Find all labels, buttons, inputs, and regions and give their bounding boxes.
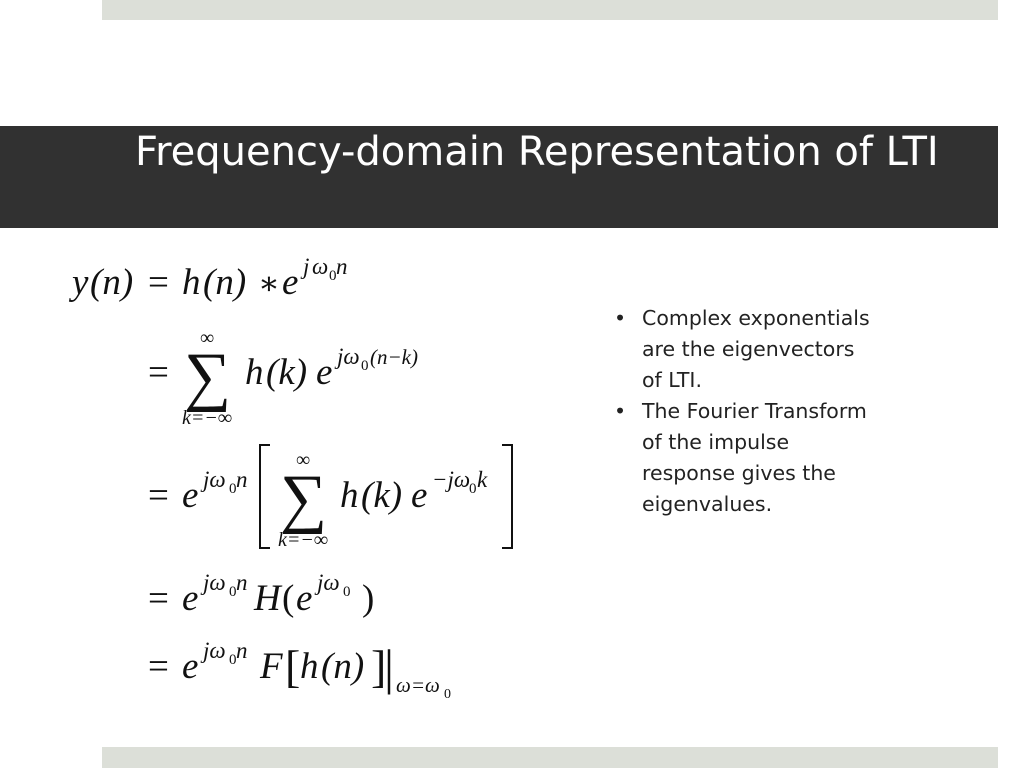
exponent-subscript: 0 xyxy=(469,481,477,497)
equation-line-3: = e jω 0 n ∞ ∑ k=−∞ h (k) e −jω 0 k xyxy=(148,444,513,551)
equals-sign: = xyxy=(148,475,169,516)
left-square-bracket: [ xyxy=(285,641,300,692)
convolution-operator: ∗ xyxy=(258,265,280,301)
h-argument: (k) xyxy=(361,475,402,516)
e-symbol: e xyxy=(316,352,332,393)
equation-line-1: y (n) = h (n) ∗ e j ω 0 n xyxy=(68,254,348,303)
inner-exponent-subscript: 0 xyxy=(343,584,351,600)
bullet-item: The Fourier Transform of the impulse res… xyxy=(612,396,872,520)
inner-exponent-j-omega: jω xyxy=(314,570,340,595)
exponent-j-omega: jω xyxy=(200,467,226,492)
close-paren: ) xyxy=(362,578,374,619)
e-symbol: e xyxy=(182,646,198,687)
sum-upper-limit: ∞ xyxy=(296,449,310,471)
equals-sign: = xyxy=(148,646,169,687)
equals-sign: = xyxy=(148,352,169,393)
exponent-subscript: 0 xyxy=(329,268,337,284)
exponent-k: k xyxy=(477,467,488,492)
bullet-list: Complex exponentials are the eigenvector… xyxy=(612,303,872,520)
equation-line-4: = e jω 0 n H ( e jω 0 ) xyxy=(148,570,374,619)
evaluation-subscript: 0 xyxy=(444,687,451,702)
exponent-n: n xyxy=(236,570,248,595)
exponent-j-omega: jω xyxy=(334,344,360,369)
h-symbol: h xyxy=(182,262,201,303)
e-symbol-inner: e xyxy=(296,578,312,619)
exponent-subscript: 0 xyxy=(229,652,237,668)
exponent-subscript: 0 xyxy=(361,358,369,374)
exponent-j: j xyxy=(300,254,309,279)
top-decor-strip xyxy=(102,0,998,20)
equation-line-2: = ∞ ∑ k=−∞ h (k) e jω 0 (n−k) xyxy=(148,327,418,429)
equation-line-5: = e jω 0 n F [ h (n) ] | ω=ω 0 xyxy=(148,638,451,702)
bullet-item: Complex exponentials are the eigenvector… xyxy=(612,303,872,396)
y-symbol: y xyxy=(68,262,89,303)
exponent-minus-j-omega: −jω xyxy=(432,467,470,492)
bottom-decor-strip xyxy=(102,747,998,768)
exponent-n: n xyxy=(336,254,348,279)
h-symbol: h xyxy=(340,475,359,516)
e-symbol: e xyxy=(411,475,427,516)
open-paren: ( xyxy=(282,578,294,619)
exponent-n: n xyxy=(236,638,248,663)
summation-sign: ∑ xyxy=(184,340,231,413)
exponent-j-omega: jω xyxy=(200,570,226,595)
exponent-omega: ω xyxy=(312,254,328,279)
evaluation-bar: | xyxy=(384,639,394,695)
exponent-n: n xyxy=(236,467,248,492)
y-argument: (n) xyxy=(90,262,133,303)
sum-lower-limit: k=−∞ xyxy=(278,529,328,551)
equals-sign: = xyxy=(148,578,169,619)
h-argument: (k) xyxy=(266,352,307,393)
left-bracket xyxy=(259,444,270,549)
exponent-j-omega: jω xyxy=(200,638,226,663)
H-symbol: H xyxy=(253,578,283,619)
F-operator: F xyxy=(259,646,283,687)
h-symbol: h xyxy=(300,646,319,687)
title-banner xyxy=(0,126,998,228)
e-symbol: e xyxy=(182,475,198,516)
equals-sign: = xyxy=(148,262,169,303)
h-argument: (n) xyxy=(321,646,364,687)
exponent-subscript: 0 xyxy=(229,481,237,497)
evaluation-point: ω=ω xyxy=(396,673,440,697)
slide-title: Frequency-domain Representation of LTI xyxy=(135,129,939,175)
e-symbol: e xyxy=(182,578,198,619)
right-bracket xyxy=(502,444,513,549)
h-symbol: h xyxy=(245,352,264,393)
sum-upper-limit: ∞ xyxy=(200,327,214,349)
summation-sign: ∑ xyxy=(280,462,327,535)
exponent-subscript: 0 xyxy=(229,584,237,600)
sum-lower-limit: k=−∞ xyxy=(182,407,232,429)
right-square-bracket: ] xyxy=(371,641,386,692)
h-argument: (n) xyxy=(203,262,246,303)
exponent-tail: (n−k) xyxy=(370,345,418,369)
e-symbol: e xyxy=(282,262,298,303)
